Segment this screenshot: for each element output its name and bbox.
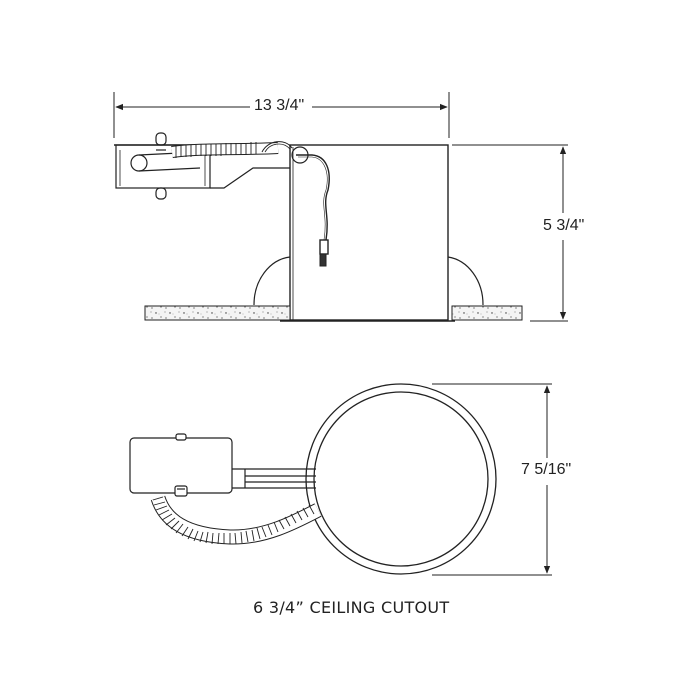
outer-ring: [305, 383, 497, 575]
diameter-dimension: [432, 383, 552, 576]
side-view: [113, 92, 568, 322]
ceiling-left: [144, 305, 291, 321]
right-bracket-arc: [447, 256, 484, 306]
width-dimension: [113, 92, 450, 138]
top-view: [129, 383, 552, 576]
junction-box-top: [129, 433, 316, 497]
height-dimension: [452, 144, 568, 322]
wire-connector: [291, 146, 330, 267]
flex-conduit-side: [171, 141, 293, 158]
flex-conduit-top: [150, 495, 322, 545]
height-dimension-label: 5 3/4": [540, 217, 588, 235]
width-dimension-label: 13 3/4": [251, 97, 308, 115]
ceiling-cutout-caption: 6 3/4” CEILING CUTOUT: [253, 598, 450, 617]
housing-can: [289, 144, 449, 321]
left-bracket-arc: [253, 256, 291, 306]
inner-ring: [313, 391, 489, 567]
diameter-dimension-label: 7 5/16": [518, 461, 575, 479]
ceiling-right: [451, 305, 523, 321]
